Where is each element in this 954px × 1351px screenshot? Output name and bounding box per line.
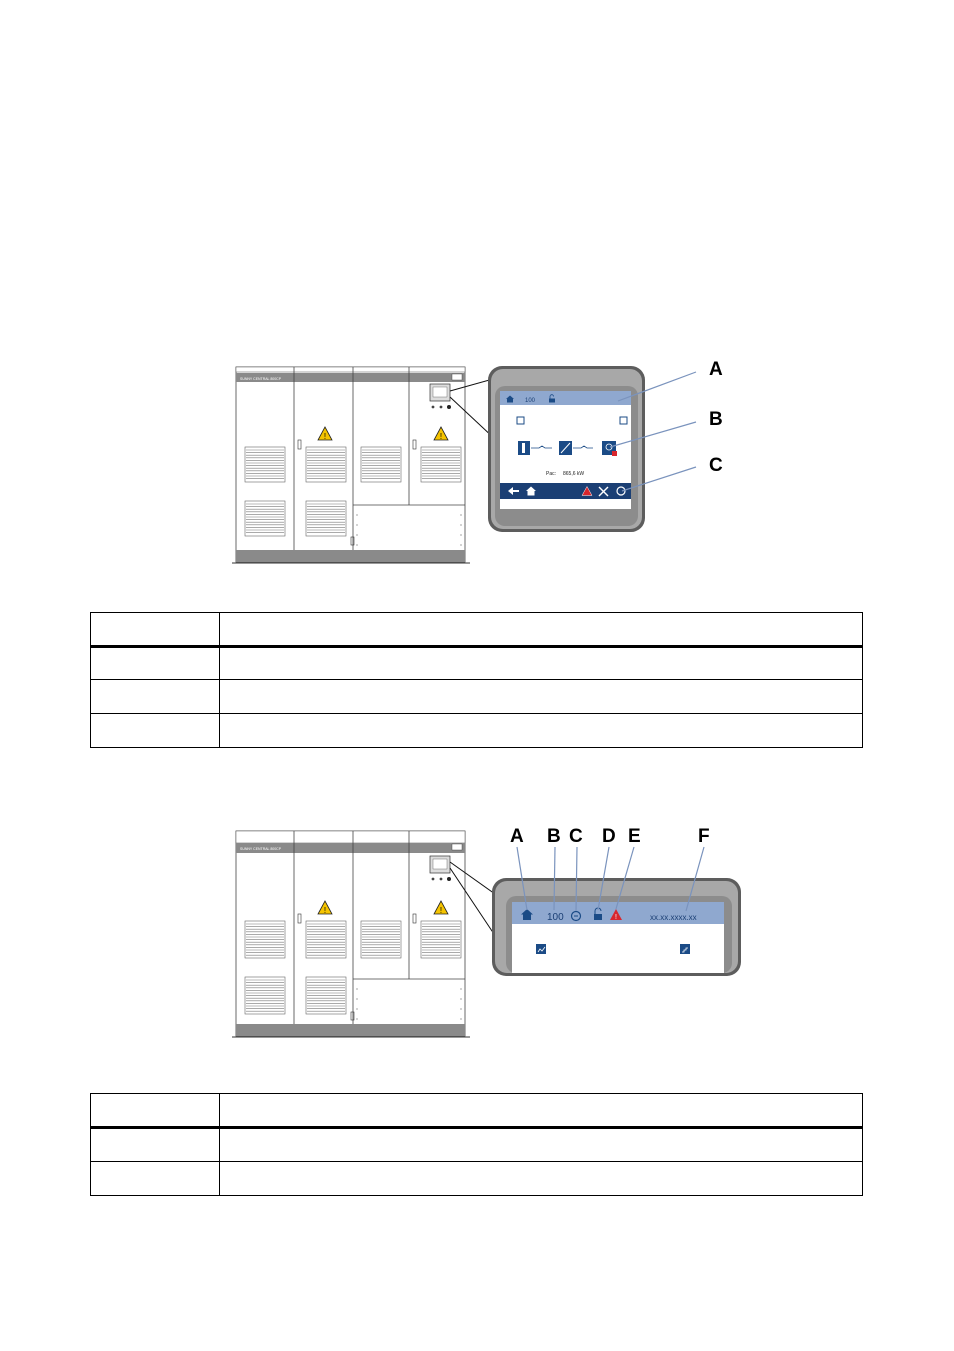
back-arrow-icon[interactable] (508, 487, 519, 495)
figure-1: SUNNY CENTRAL 800CP ! ! (230, 355, 750, 570)
table-cell (219, 713, 863, 748)
warning-icon: ! (610, 909, 622, 921)
svg-text:!: ! (615, 914, 617, 921)
figure-2: SUNNY CENTRAL 800CP ! ! (230, 822, 750, 1044)
callout-f: F (698, 826, 710, 847)
clock-icon (570, 910, 582, 922)
callout-e: E (628, 826, 641, 847)
table-cell (219, 646, 863, 680)
home-icon[interactable] (526, 486, 536, 496)
svg-text:!: ! (324, 432, 326, 441)
table-cell (219, 1127, 863, 1162)
lock-icon (594, 907, 602, 920)
inverter-cabinet: SUNNY CENTRAL 800CP ! ! (232, 830, 470, 1038)
callout-a: A (510, 826, 524, 847)
version-text: xx.xx.xxxx.xx (650, 913, 697, 922)
callout-c: C (569, 826, 583, 847)
callout-b: B (709, 409, 723, 430)
table-cell (219, 1093, 863, 1129)
table-header-row (90, 1093, 863, 1129)
inverter-label: SUNNY CENTRAL 800CP (240, 377, 282, 381)
svg-text:!: ! (440, 432, 442, 441)
power-icon[interactable] (616, 486, 626, 496)
table-header-row (90, 612, 863, 648)
table-2 (90, 1093, 863, 1196)
chart-icon[interactable] (516, 416, 525, 425)
table-cell (90, 713, 220, 748)
table-cell (90, 612, 220, 648)
callout-c: C (709, 455, 723, 476)
screen-header (500, 391, 631, 405)
inverter-label: SUNNY CENTRAL 800CP (240, 847, 282, 851)
table-1 (90, 612, 863, 748)
table-row (90, 646, 863, 680)
home-icon (521, 909, 533, 920)
table-row (90, 679, 863, 714)
svg-text:!: ! (440, 906, 442, 915)
tools-icon[interactable] (598, 486, 609, 497)
chart-icon[interactable] (536, 944, 546, 954)
figure-2-drawing: SUNNY CENTRAL 800CP ! ! (232, 826, 741, 1038)
home-icon (506, 395, 514, 403)
settings-icon[interactable] (619, 416, 628, 425)
power-label: Pac: (546, 471, 556, 477)
warning-sign (317, 426, 333, 441)
table-cell (90, 679, 220, 714)
figure-1-drawing: SUNNY CENTRAL 800CP ! ! (232, 359, 723, 564)
inverter-cabinet: SUNNY CENTRAL 800CP ! ! (232, 366, 470, 564)
table-row (90, 1161, 863, 1196)
unlock-icon (549, 394, 555, 403)
warning-sign (317, 900, 333, 915)
callout-b: B (547, 826, 561, 847)
screen-footer (500, 483, 631, 499)
status-number: 100 (547, 912, 564, 923)
touch-display: 100 Pac: 865,6 kW (488, 366, 645, 532)
warning-sign (433, 426, 449, 441)
svg-text:!: ! (324, 906, 326, 915)
table-cell (219, 679, 863, 714)
display-detail: 100 ! xx.xx.xxxx.xx (492, 878, 741, 976)
status-number: 100 (525, 398, 536, 404)
table-cell (90, 1093, 220, 1129)
callout-a: A (709, 359, 723, 380)
callout-d: D (602, 826, 616, 847)
warning-icon[interactable] (581, 485, 593, 496)
power-value: 865,6 kW (563, 471, 584, 477)
settings-icon[interactable] (680, 944, 690, 954)
table-row (90, 713, 863, 748)
table-cell (90, 1161, 220, 1196)
warning-sign (433, 900, 449, 915)
table-row (90, 1127, 863, 1162)
table-cell (219, 612, 863, 648)
table-cell (90, 1127, 220, 1162)
table-cell (90, 646, 220, 680)
table-cell (219, 1161, 863, 1196)
